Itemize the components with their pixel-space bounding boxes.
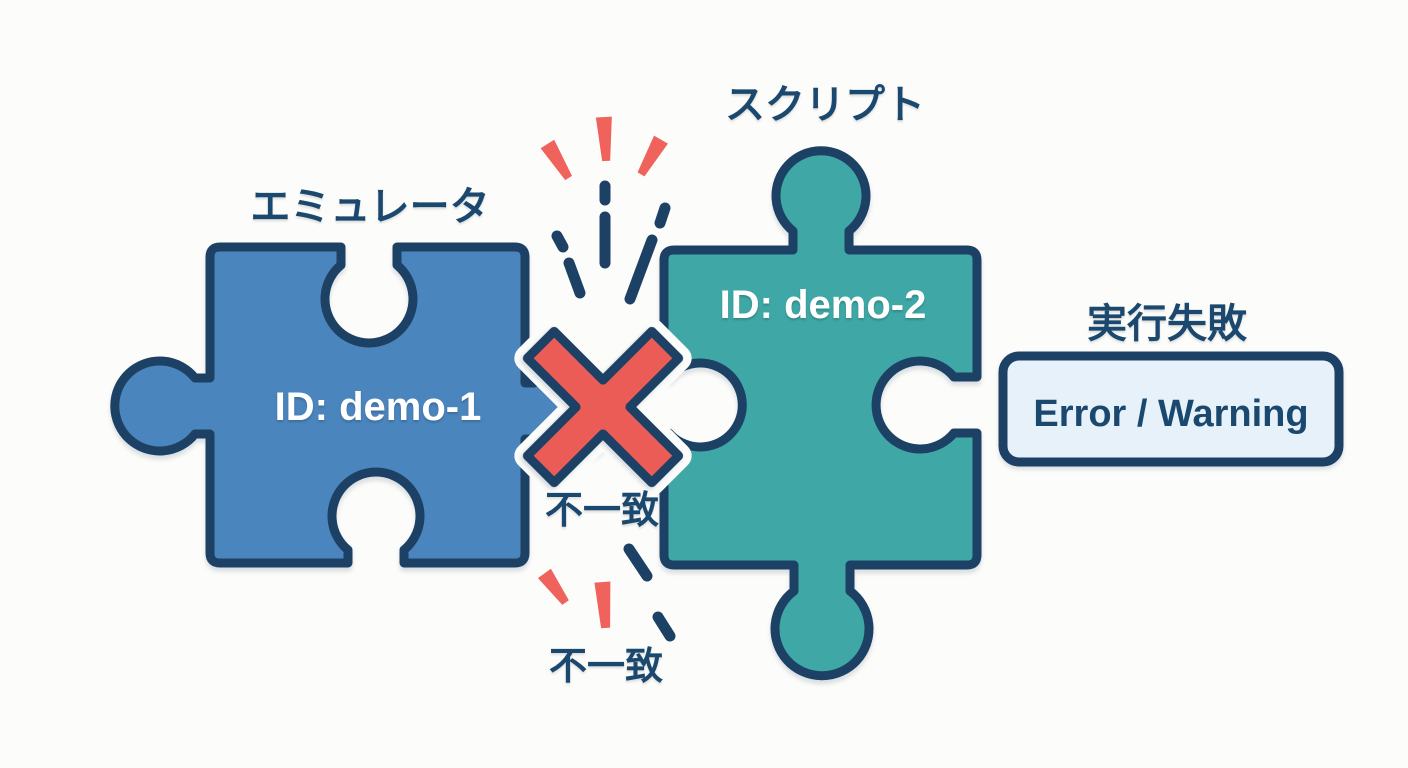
- error-warning-box: [998, 351, 1344, 467]
- failure-result-group: Error / Warning: [998, 351, 1344, 467]
- cross-shape: [522, 326, 684, 488]
- mismatch-label-bottom: 不一致: [549, 646, 663, 688]
- spark-wedge: [540, 139, 572, 181]
- spark-wedge: [594, 581, 611, 629]
- spark-burst-bottom-icon: [537, 543, 676, 642]
- script-piece-group: ID: demo-2: [659, 146, 982, 681]
- spark-wedge: [637, 135, 668, 177]
- script-label: スクリプト: [725, 83, 925, 127]
- mismatch-cross-icon: [514, 318, 692, 496]
- emulator-piece-group: ID: demo-1: [110, 242, 621, 568]
- spark-wedge: [595, 116, 612, 162]
- emulator-id-text: ID: demo-1: [275, 385, 482, 429]
- emulator-label: エミュレータ: [250, 185, 489, 229]
- spark-burst-top-icon: [540, 116, 671, 305]
- script-id-text: ID: demo-2: [720, 283, 927, 327]
- emulator-puzzle-piece: [110, 242, 621, 568]
- error-warning-text: Error / Warning: [1033, 393, 1308, 435]
- script-puzzle-piece: [659, 146, 982, 681]
- spark-dash-line: [551, 180, 671, 305]
- spark-dash-line: [623, 543, 676, 642]
- spark-wedge: [537, 568, 569, 605]
- failure-label: 実行失敗: [1087, 302, 1248, 346]
- mismatch-label-center: 不一致: [545, 490, 659, 532]
